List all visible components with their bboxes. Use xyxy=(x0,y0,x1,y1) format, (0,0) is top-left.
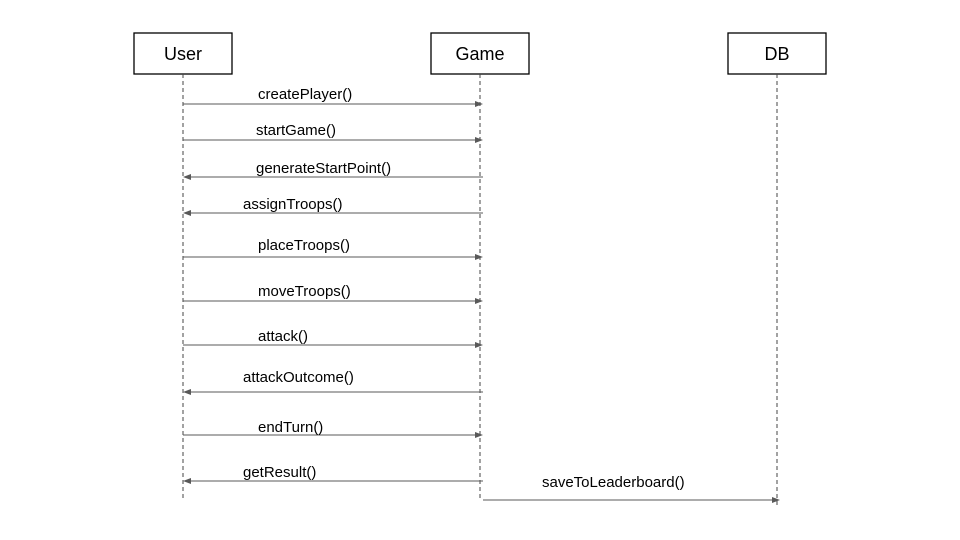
actor-label-game: Game xyxy=(455,44,504,64)
arrowhead-right-icon xyxy=(475,254,483,260)
actor-game: Game xyxy=(430,32,530,75)
arrowhead-right-icon xyxy=(475,298,483,304)
message-label: endTurn() xyxy=(258,419,323,436)
message-label: assignTroops() xyxy=(243,196,342,213)
arrowhead-right-icon xyxy=(475,101,483,107)
arrowhead-right-icon xyxy=(772,497,780,503)
message-label: attackOutcome() xyxy=(243,369,354,386)
message-generate-start-point: generateStartPoint() xyxy=(183,160,483,180)
actor-box-user xyxy=(133,32,233,75)
actor-box-game xyxy=(430,32,530,75)
arrowhead-right-icon xyxy=(475,137,483,143)
actor-user: User xyxy=(133,32,233,75)
message-attack-outcome: attackOutcome() xyxy=(183,369,483,395)
arrowhead-left-icon xyxy=(183,478,191,484)
arrowhead-left-icon xyxy=(183,174,191,180)
actor-label-db: DB xyxy=(764,44,789,64)
message-move-troops: moveTroops() xyxy=(183,283,483,304)
message-place-troops: placeTroops() xyxy=(183,237,483,260)
arrowhead-right-icon xyxy=(475,432,483,438)
message-end-turn: endTurn() xyxy=(183,419,483,438)
message-label: saveToLeaderboard() xyxy=(542,474,685,491)
message-assign-troops: assignTroops() xyxy=(183,196,483,216)
message-label: placeTroops() xyxy=(258,237,350,254)
message-start-game: startGame() xyxy=(183,122,483,143)
message-label: generateStartPoint() xyxy=(256,160,391,177)
message-get-result: getResult() xyxy=(183,464,483,484)
arrowhead-left-icon xyxy=(183,210,191,216)
arrowhead-right-icon xyxy=(475,342,483,348)
message-save-to-leaderboard: saveToLeaderboard() xyxy=(483,474,780,503)
arrowhead-left-icon xyxy=(183,389,191,395)
message-label: startGame() xyxy=(256,122,336,139)
message-label: getResult() xyxy=(243,464,316,481)
actor-db: DB xyxy=(727,32,827,75)
message-label: createPlayer() xyxy=(258,86,352,103)
message-create-player: createPlayer() xyxy=(183,86,483,107)
actor-label-user: User xyxy=(164,44,202,64)
message-label: attack() xyxy=(258,328,308,345)
message-label: moveTroops() xyxy=(258,283,351,300)
message-attack: attack() xyxy=(183,328,483,348)
